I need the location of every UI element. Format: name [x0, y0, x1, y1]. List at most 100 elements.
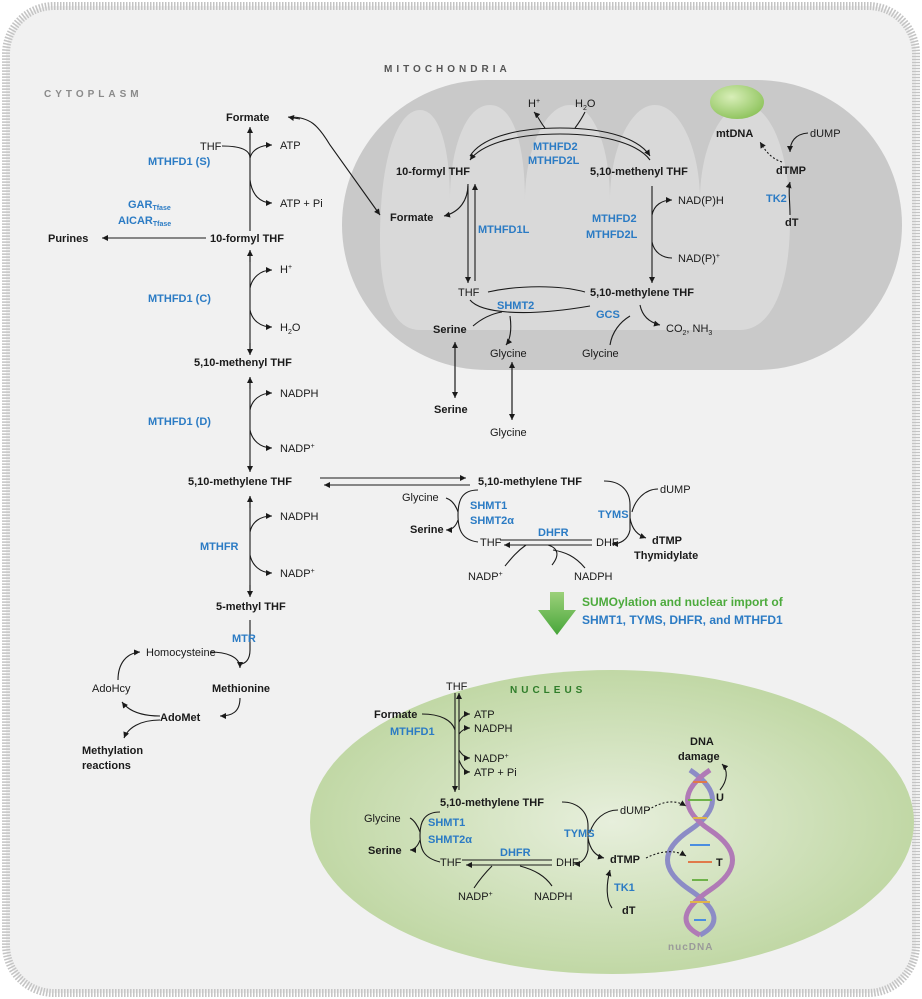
sumoylation-annotation: SUMOylation and nuclear import of SHMT1,…	[538, 592, 784, 635]
dna-helix-icon	[665, 767, 735, 938]
import-arrow-icon	[538, 592, 576, 635]
sumo-line1: SUMOylation and nuclear import of	[582, 595, 784, 609]
nuc-shmt2a-label: SHMT2α	[428, 834, 472, 846]
mthfd2l-label: MTHFD2L	[528, 155, 580, 167]
mito-serine-label: Serine	[433, 324, 467, 336]
nuc-formate-label: Formate	[374, 709, 417, 721]
mito-thf-label: THF	[458, 287, 480, 299]
glycine-out-label: Glycine	[490, 427, 527, 439]
dna-t-label: T	[716, 857, 723, 869]
nuc-thf-label: THF	[446, 681, 468, 693]
aicar-label: AICARTfase	[118, 215, 171, 228]
atp-label: ATP	[280, 140, 301, 152]
nuc-serine-label: Serine	[368, 845, 402, 857]
mito-glycine2-label: Glycine	[582, 348, 619, 360]
nuc-nadph-label: NADPH	[474, 723, 513, 735]
mito-dump-label: dUMP	[810, 128, 841, 140]
mito-h2o-label: H2O	[575, 98, 596, 112]
cytoplasm-title: CYTOPLASM	[44, 89, 143, 100]
mito-dt-label: dT	[785, 217, 799, 229]
mthfd2l-b-label: MTHFD2L	[586, 229, 638, 241]
sumo-line2: SHMT1, TYMS, DHFR, and MTHFD1	[582, 613, 783, 627]
h2o-label: H2O	[280, 322, 301, 336]
methyl-thf-label: 5-methyl THF	[216, 601, 286, 613]
mito-nadp-label: NAD(P)+	[678, 253, 720, 265]
cyto-dtmp-label: dTMP	[652, 535, 682, 547]
mitochondria-pathway: H+ H2O MTHFD2 MTHFD2L 10-formyl THF 5,10…	[390, 85, 841, 360]
nucleus-pathway: THF Formate MTHFD1 ATP NADPH NADP+ ATP +…	[364, 681, 735, 953]
mtdna-label: mtDNA	[716, 128, 753, 140]
cyto-nadph3-label: NADPH	[574, 571, 613, 583]
nuc-methylene-thf-label: 5,10-methylene THF	[440, 797, 544, 809]
mthfr-label: MTHFR	[200, 541, 239, 553]
mitochondrion	[342, 80, 902, 370]
nuc-shmt1-label: SHMT1	[428, 817, 465, 829]
co2-nh3-label: CO2, NH3	[666, 323, 712, 337]
nuc-dt-label: dT	[622, 905, 636, 917]
mito-formate-label: Formate	[390, 212, 433, 224]
cyto-dhf-label: DHF	[596, 537, 619, 549]
nuc-atp-label: ATP	[474, 709, 495, 721]
homocysteine-label: Homocysteine	[146, 647, 216, 659]
mthfd2-label: MTHFD2	[533, 141, 578, 153]
nuc-nadp-label: NADP+	[474, 753, 509, 765]
cyto-tyms-label: TYMS	[598, 509, 629, 521]
mtdna-icon	[710, 85, 764, 119]
mito-methylene-thf-label: 5,10-methylene THF	[590, 287, 694, 299]
nuc-nadp2-label: NADP+	[458, 891, 493, 903]
nucdna-label: nucDNA	[668, 942, 713, 953]
mito-h-plus-label: H+	[528, 98, 540, 110]
mthfd2-b-label: MTHFD2	[592, 213, 637, 225]
mitochondria-title: MITOCHONDRIA	[384, 64, 511, 75]
methionine-label: Methionine	[212, 683, 270, 695]
h-plus-label: H+	[280, 264, 292, 276]
gcs-label: GCS	[596, 309, 620, 321]
cyto-shmt2a-label: SHMT2α	[470, 515, 514, 527]
adomet-label: AdoMet	[160, 712, 201, 724]
mthfd1-c-label: MTHFD1 (C)	[148, 293, 211, 305]
mito-nadph-label: NAD(P)H	[678, 195, 724, 207]
cyto-shmt1-label: SHMT1	[470, 500, 507, 512]
mito-methenyl-thf-label: 5,10-methenyl THF	[590, 166, 688, 178]
nadp-label: NADP+	[280, 443, 315, 455]
serine-out-label: Serine	[434, 404, 468, 416]
nuc-atp-pi-label: ATP + Pi	[474, 767, 517, 779]
thf-label: THF	[200, 141, 222, 153]
atp-pi-label: ATP + Pi	[280, 198, 323, 210]
cyto-serine-label: Serine	[410, 524, 444, 536]
mito-formyl-thf-label: 10-formyl THF	[396, 166, 470, 178]
cyto-dhfr-label: DHFR	[538, 527, 569, 539]
nadph2-label: NADPH	[280, 511, 319, 523]
formate-label: Formate	[226, 112, 269, 124]
formyl-thf-label: 10-formyl THF	[210, 233, 284, 245]
nuc-tk1-label: TK1	[614, 882, 635, 894]
nuc-dhf-label: DHF	[556, 857, 579, 869]
mthfd1l-label: MTHFD1L	[478, 224, 530, 236]
purines-label: Purines	[48, 233, 88, 245]
gar-label: GARTfase	[128, 199, 171, 212]
nadp2-label: NADP+	[280, 568, 315, 580]
methenyl-thf-label: 5,10-methenyl THF	[194, 357, 292, 369]
nuc-glycine-label: Glycine	[364, 813, 401, 825]
nucleus	[310, 670, 914, 974]
nucleus-title: NUCLEUS	[510, 685, 586, 696]
cyto-nadp3-label: NADP+	[468, 571, 503, 583]
cyto-glycine-label: Glycine	[402, 492, 439, 504]
cyto-dump-label: dUMP	[660, 484, 691, 496]
mthfd1-d-label: MTHFD1 (D)	[148, 416, 211, 428]
svg-text:reactions: reactions	[82, 760, 131, 772]
nuc-mthfd1-label: MTHFD1	[390, 726, 435, 738]
nuc-dhfr-label: DHFR	[500, 847, 531, 859]
nuc-dump-label: dUMP	[620, 805, 651, 817]
adohcy-label: AdoHcy	[92, 683, 131, 695]
mtr-label: MTR	[232, 633, 256, 645]
methylene-thf-label: 5,10-methylene THF	[188, 476, 292, 488]
dna-damage-label-1: DNA	[690, 736, 714, 748]
cyto-thf-label: THF	[480, 537, 502, 549]
mito-dtmp-label: dTMP	[776, 165, 806, 177]
tk2-label: TK2	[766, 193, 787, 205]
mthfd1-s-label: MTHFD1 (S)	[148, 156, 211, 168]
shmt2-label: SHMT2	[497, 300, 534, 312]
nuc-nadph2-label: NADPH	[534, 891, 573, 903]
